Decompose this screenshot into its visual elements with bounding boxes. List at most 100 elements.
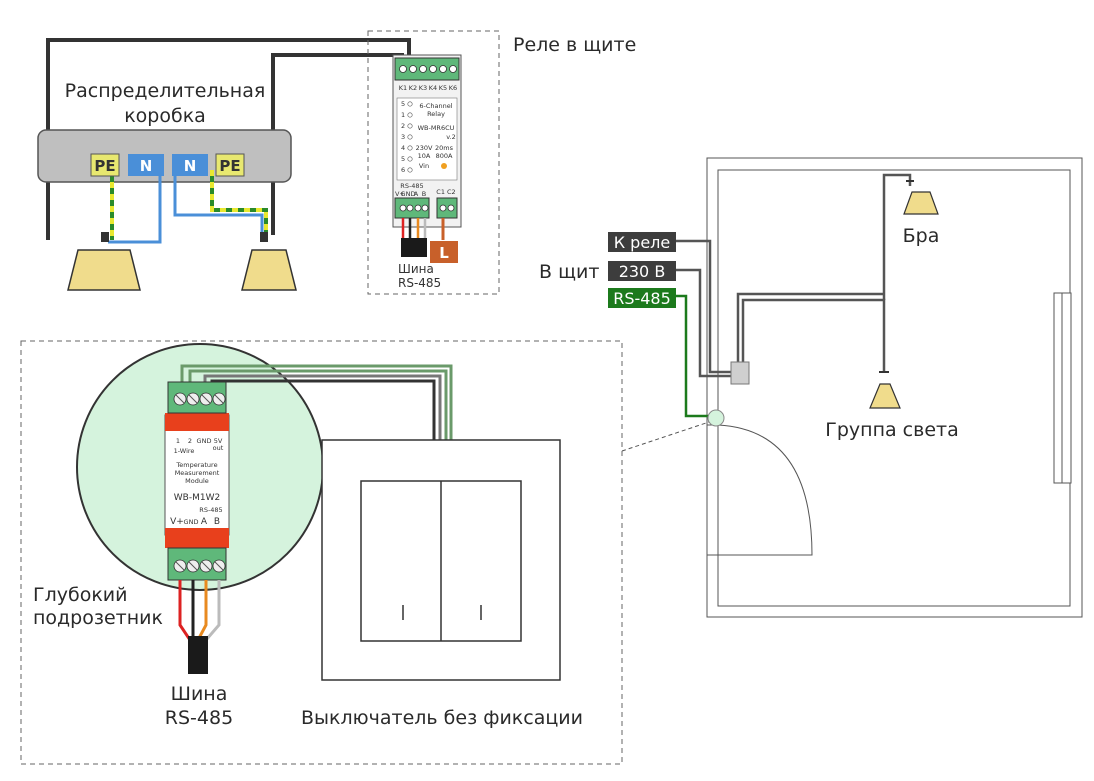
svg-text:3: 3 [401, 133, 405, 141]
module-bottom-red [165, 528, 229, 548]
module-bottom-vplus: V+ [170, 517, 184, 527]
relay-k4: K4 [429, 84, 437, 92]
switch-box [730, 361, 750, 385]
detail-view: 1 2 GND 5V out 1-Wire Temperature Measur… [20, 340, 623, 765]
svg-text:2: 2 [401, 122, 405, 130]
relay-version: v.2 [446, 133, 456, 141]
wire-black-right [271, 53, 404, 235]
module-top-5v: 5V [214, 437, 223, 445]
terminal-pe-right-label: PE [219, 157, 240, 175]
door-swing [717, 424, 813, 556]
module-top-1: 1 [176, 437, 180, 445]
relay-k5: K5 [439, 84, 447, 92]
tag-230 [608, 261, 676, 281]
room-plan: Бра Группа света К реле 230 В RS-485 В щ… [539, 157, 1083, 618]
junction-box-body [37, 129, 292, 183]
tag-230-text: 230 В [619, 262, 666, 281]
pe-wire-right-g [210, 170, 268, 235]
module-name-3: Module [185, 477, 209, 485]
relay-bus-text-1: Шина [398, 262, 434, 276]
svg-text:1: 1 [401, 111, 405, 119]
detail-bus-text-1: Шина [171, 683, 228, 705]
module-top-red [165, 413, 229, 431]
tag-relay [608, 232, 676, 252]
to-panel-label: В щит [539, 261, 599, 283]
terminal-n-right-label: N [184, 157, 197, 175]
detail-bus-cable [188, 636, 208, 674]
module-bottom-a: A [201, 517, 208, 527]
module-name-1: Temperature [175, 461, 217, 469]
relay-spec-ctrl: Vin [419, 162, 429, 170]
n-wire-left [108, 175, 162, 244]
relay-k2: K2 [409, 84, 417, 92]
terminal-n-left [128, 154, 164, 176]
relay-bottom-gnd: GND [401, 190, 416, 198]
relay-model: WB-MR6CU [418, 124, 455, 132]
socket-box-marker [707, 409, 725, 427]
svg-text:6: 6 [401, 166, 405, 174]
relay-k1: K1 [399, 84, 407, 92]
module-body [164, 414, 230, 536]
relay-name-2: Relay [427, 110, 445, 118]
relay-k3: K3 [419, 84, 427, 92]
relay-spec-inrush: 800A [436, 152, 453, 160]
relay-star-icon [441, 163, 447, 169]
terminal-pe-left-label: PE [94, 157, 115, 175]
module-model: WB-M1W2 [174, 493, 220, 503]
tag-rs485-text: RS-485 [613, 289, 671, 308]
relay-l-label: L [439, 244, 449, 262]
deep-box-label-1: Глубокий [33, 584, 128, 606]
relay-spec-time: 20ms [435, 144, 454, 152]
detail-bus-text-2: RS-485 [165, 707, 233, 729]
junction-box: Распределительная коробка PE N N PE [37, 38, 411, 291]
module-name-2: Measurement [175, 469, 220, 477]
relay-k6: K6 [449, 84, 457, 92]
module-bottom-b: B [214, 517, 220, 527]
lamp-right [241, 232, 297, 291]
lamp-group-label: Группа света [825, 419, 958, 441]
relay-indicators: 5 1 2 3 4 5 6 [401, 100, 413, 174]
module-top-out: out [213, 444, 224, 452]
relay-spec-current: 10A [418, 152, 431, 160]
junction-box-title-2: коробка [124, 105, 206, 127]
relay-l-terminal [430, 241, 458, 263]
terminal-pe-right [215, 153, 245, 177]
relay-bottom-b: B [422, 190, 426, 198]
relay-bus-cable [401, 238, 427, 257]
module-top-2: 2 [188, 437, 192, 445]
svg-text:5: 5 [401, 155, 405, 163]
tag-rs485 [608, 288, 676, 308]
terminal-pe-left [90, 153, 120, 177]
module-bus-label: RS-485 [199, 506, 222, 514]
relay-panel-frame [367, 30, 500, 295]
relay-panel-title: Реле в щите [513, 34, 636, 56]
lamp-bra [882, 173, 939, 300]
relay-bus-text-2: RS-485 [398, 276, 441, 290]
relay-top-terminal [394, 57, 460, 81]
terminal-n-left-label: N [140, 157, 153, 175]
relay-spec-voltage: 230V [416, 144, 433, 152]
relay-name-1: 6-Channel [419, 102, 452, 110]
module-onewire: 1-Wire [174, 447, 195, 455]
module-bottom-gnd: GND [184, 518, 199, 526]
svg-text:5: 5 [401, 100, 405, 108]
junction-box-title-1: Распределительная [65, 80, 266, 102]
tag-relay-text: К реле [614, 233, 671, 252]
relay-bottom-vplus: V+ [395, 190, 405, 198]
detail-frame [20, 340, 623, 765]
lamp-left [67, 232, 141, 291]
relay-c-labels: C1 C2 [436, 188, 455, 196]
n-wire-right [173, 175, 264, 238]
relay-face [396, 97, 458, 181]
svg-text:4: 4 [401, 144, 405, 152]
relay-c-terminal [436, 197, 458, 219]
switch-label: Выключатель без фиксации [301, 707, 583, 729]
terminal-n-right [172, 154, 208, 176]
relay-bottom-a: A [414, 190, 419, 198]
lamp-group [736, 292, 901, 409]
relay-bus-label: RS-485 [400, 182, 423, 190]
lamp-bra-label: Бра [903, 225, 940, 247]
relay-panel: Реле в щите K1 K2 K3 K4 K5 K6 5 1 2 3 4 … [367, 30, 636, 295]
module-top-gnd: GND [197, 437, 212, 445]
